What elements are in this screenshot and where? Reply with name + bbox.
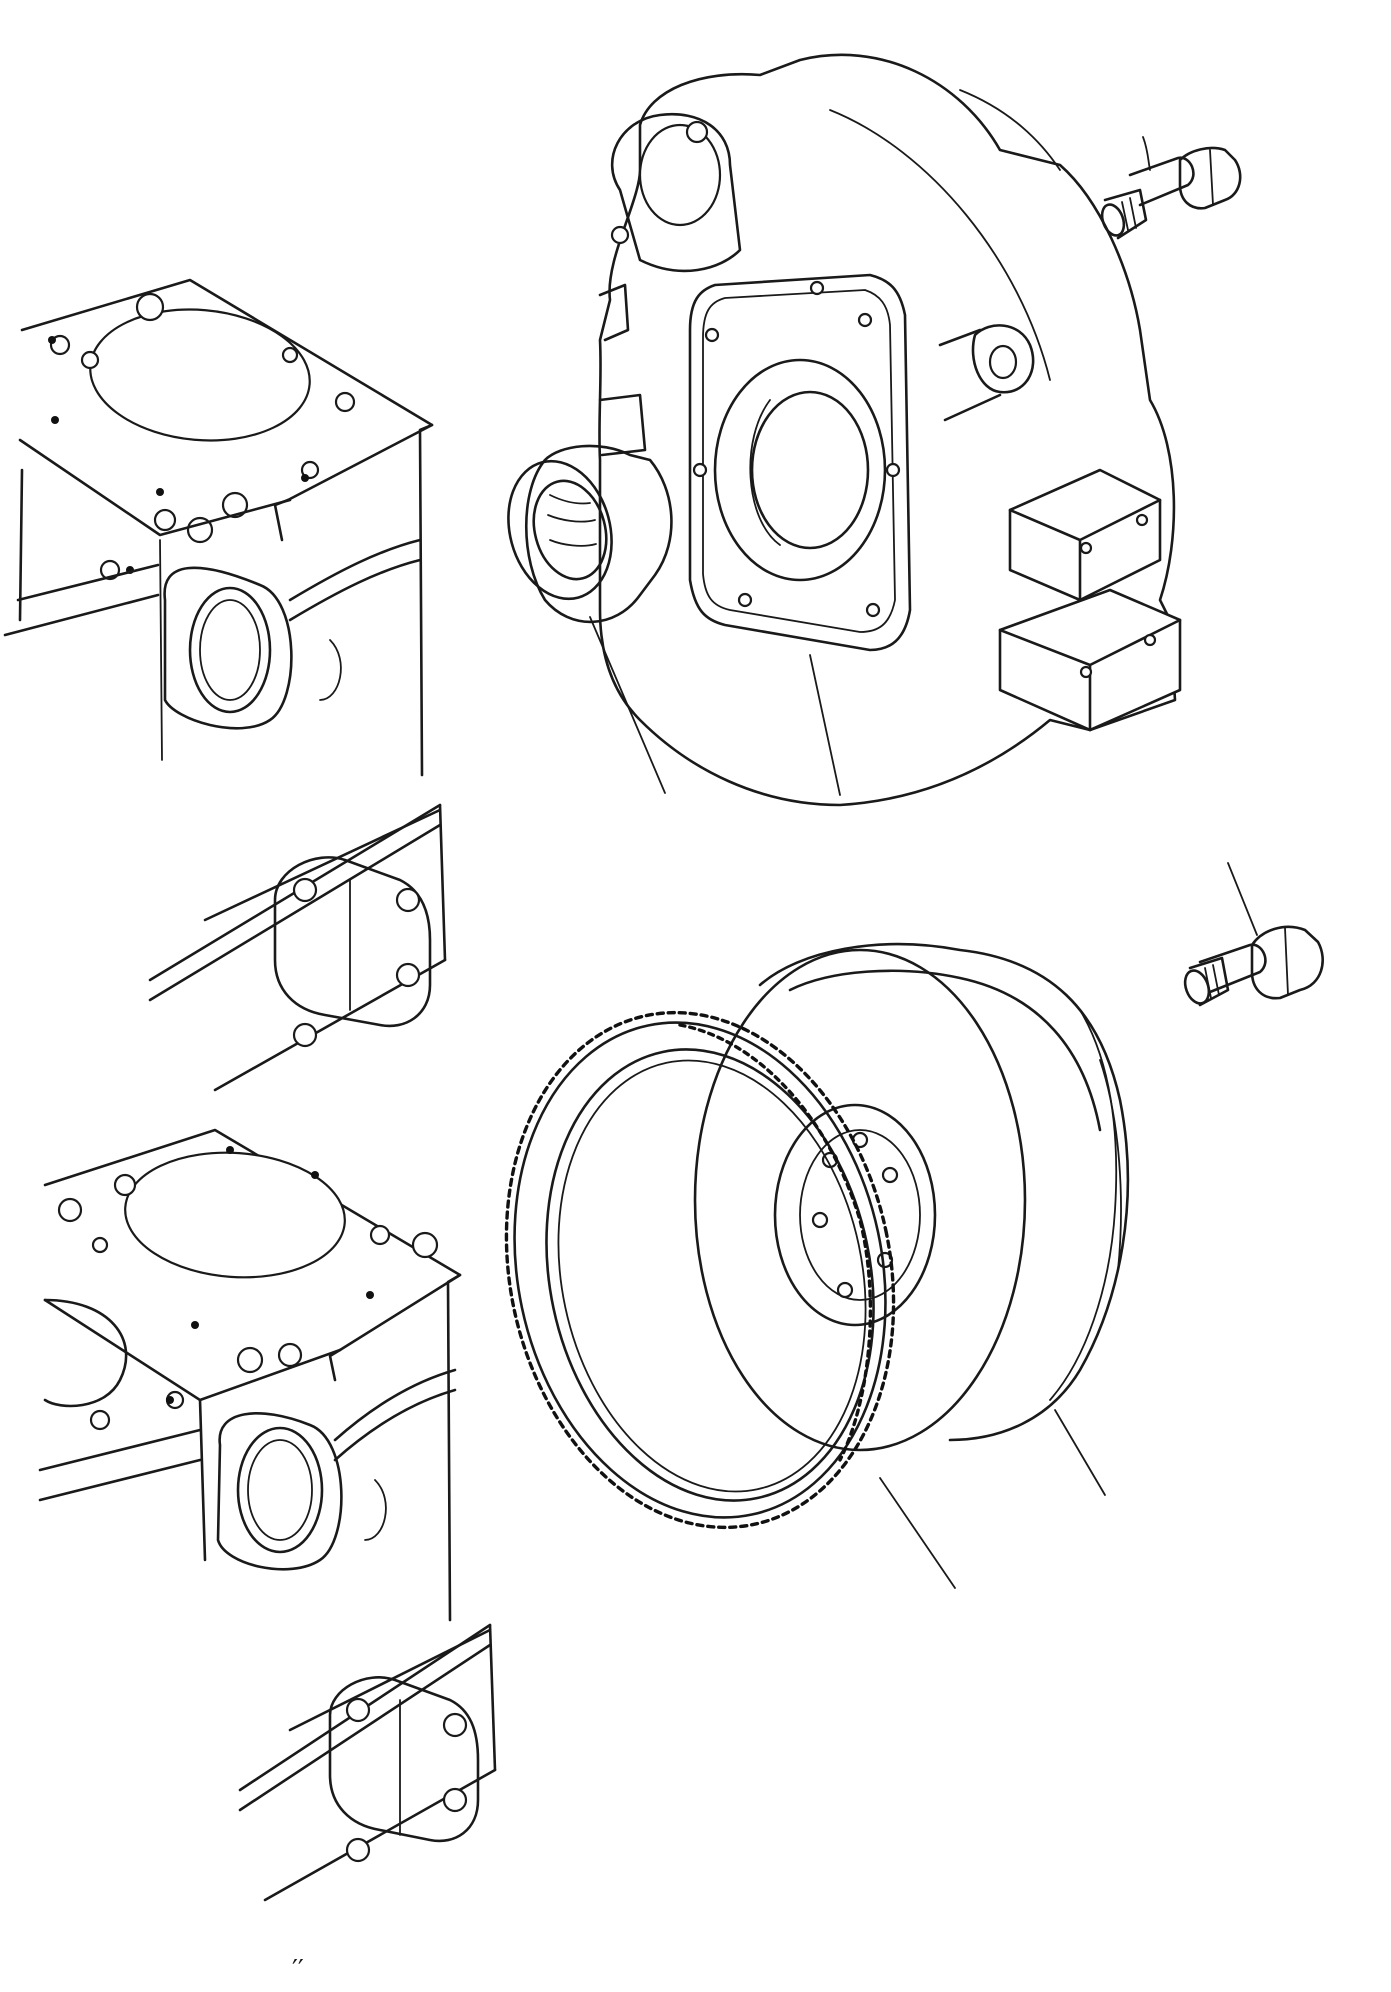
leader-lines [590,137,1257,1588]
ring-gear [460,976,940,1564]
flywheel [695,944,1128,1450]
engine-block-lower [40,1130,460,1620]
engine-block-upper [5,280,432,775]
flywheel-bolt [1181,927,1323,1007]
flywheel-housing [599,55,1180,805]
housing-bolt [1098,148,1240,238]
engine-block-lower-rail [240,1625,495,1900]
oil-seal [494,446,672,622]
footer-mark: ′′ [292,1955,304,1985]
engine-block-upper-rail [150,805,445,1090]
